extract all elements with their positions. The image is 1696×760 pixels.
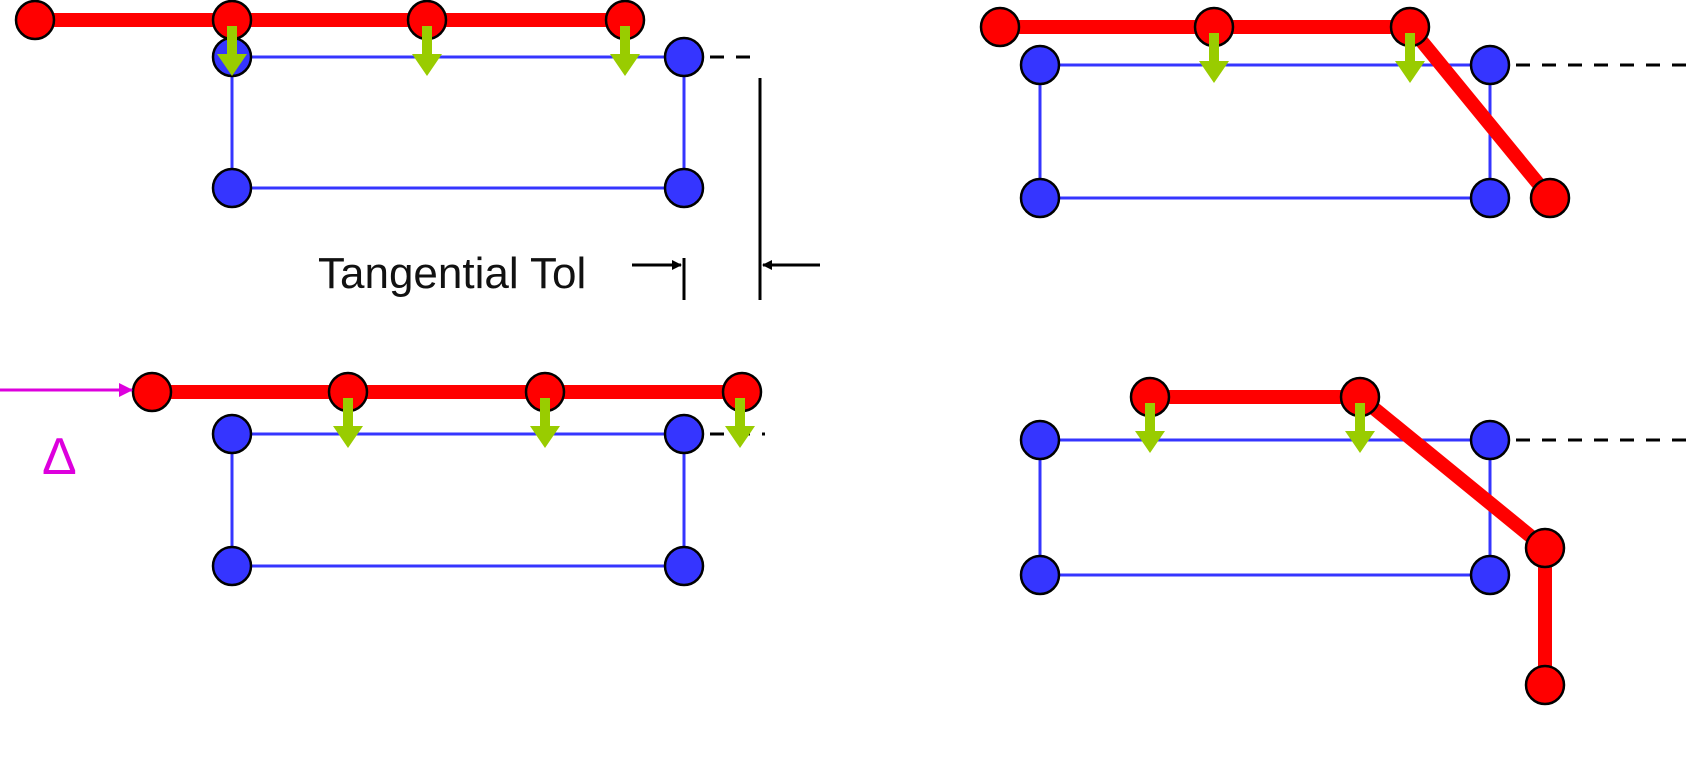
mesh-element: [1038, 438, 1492, 577]
projection-arrow-icon: [1135, 403, 1165, 453]
path-node: [1524, 664, 1566, 706]
path-node: [131, 371, 173, 413]
mesh-node: [663, 545, 705, 587]
tolerance-label: Tangential Tol: [318, 249, 586, 298]
mesh-node: [663, 413, 705, 455]
mesh-node: [211, 413, 253, 455]
projection-arrow-icon: [412, 26, 442, 76]
projection-arrow-icon: [530, 398, 560, 448]
path-node: [979, 6, 1021, 48]
projection-arrow-icon: [1199, 33, 1229, 83]
mesh-element: [230, 432, 686, 568]
projection-arrow-icon: [1345, 403, 1375, 453]
projection-arrow-icon: [610, 26, 640, 76]
path-line: [1000, 20, 1556, 203]
mesh-element: [230, 55, 686, 190]
mesh-element: [1038, 63, 1492, 200]
path-node: [1524, 527, 1566, 569]
mesh-node: [1469, 177, 1511, 219]
panel-4: [1019, 376, 1696, 706]
mesh-node: [1469, 554, 1511, 596]
mesh-node: [1469, 44, 1511, 86]
mesh-node: [211, 545, 253, 587]
mesh-node: [1469, 419, 1511, 461]
path-node: [14, 0, 56, 41]
mesh-node: [1019, 44, 1061, 86]
mesh-node: [663, 167, 705, 209]
mesh-node: [663, 36, 705, 78]
panel-2: [979, 6, 1696, 219]
projection-arrow-icon: [333, 398, 363, 448]
panel-1: [14, 0, 762, 209]
path-line: [1150, 390, 1552, 685]
delta-label: Δ: [42, 428, 77, 486]
path-node: [1529, 177, 1571, 219]
mesh-node: [1019, 177, 1061, 219]
mesh-node: [1019, 419, 1061, 461]
projection-arrow-icon: [217, 26, 247, 76]
delta-annotation: Δ: [0, 383, 133, 486]
mesh-node: [211, 167, 253, 209]
mesh-node: [1019, 554, 1061, 596]
panel-3: [131, 371, 765, 587]
tolerance-dimension: Tangential Tol: [318, 78, 820, 300]
projection-arrow-icon: [1395, 33, 1425, 83]
projection-arrow-icon: [725, 398, 755, 448]
